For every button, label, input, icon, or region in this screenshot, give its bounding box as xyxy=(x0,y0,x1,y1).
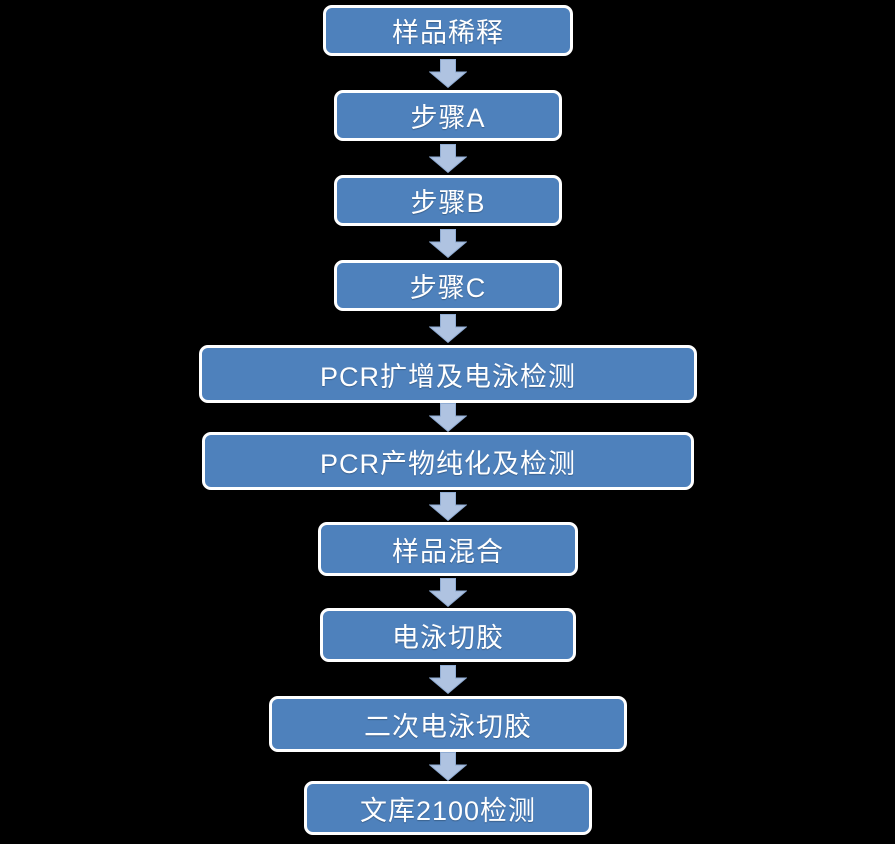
flow-step-label: 文库2100检测 xyxy=(359,795,537,826)
flow-step-label: 步骤C xyxy=(409,273,487,303)
down-arrow-icon xyxy=(428,577,468,607)
flow-step-7: 样品混合 xyxy=(318,522,578,576)
flow-step-label: PCR扩增及电泳检测 xyxy=(319,361,576,392)
down-arrow-icon xyxy=(428,58,468,88)
down-arrow-icon xyxy=(428,313,468,343)
flow-step-10: 文库2100检测 xyxy=(304,781,592,835)
down-arrow-icon xyxy=(428,228,468,258)
flow-step-label: 电泳切胶 xyxy=(392,622,504,653)
flow-step-6: PCR产物纯化及检测 xyxy=(202,432,694,490)
down-arrow-icon xyxy=(428,752,468,782)
flow-step-label: 样品混合 xyxy=(392,536,504,567)
flow-step-8: 电泳切胶 xyxy=(320,608,576,662)
flow-step-2: 步骤A xyxy=(334,90,562,141)
flow-step-9: 二次电泳切胶 xyxy=(269,696,627,752)
flow-step-label: 步骤A xyxy=(410,103,486,133)
flow-step-label: 样品稀释 xyxy=(392,18,504,48)
down-arrow-icon xyxy=(428,403,468,433)
flow-step-5: PCR扩增及电泳检测 xyxy=(199,345,697,403)
flow-step-label: 二次电泳切胶 xyxy=(364,711,532,742)
flow-step-label: PCR产物纯化及检测 xyxy=(319,448,576,479)
down-arrow-icon xyxy=(428,491,468,521)
flow-step-4: 步骤C xyxy=(334,260,562,311)
down-arrow-icon xyxy=(428,143,468,173)
flow-step-label: 步骤B xyxy=(410,188,486,218)
flow-step-3: 步骤B xyxy=(334,175,562,226)
down-arrow-icon xyxy=(428,664,468,694)
flow-step-1: 样品稀释 xyxy=(323,5,573,56)
